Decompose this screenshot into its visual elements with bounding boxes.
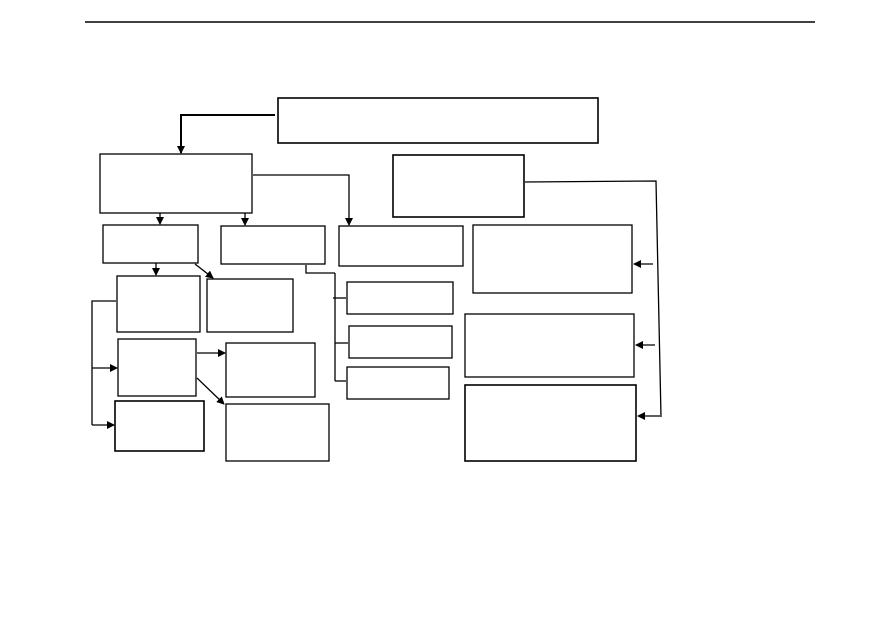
box-top-root xyxy=(277,97,599,144)
box-left-main xyxy=(99,153,253,214)
connector-level4-a-to-level5-b xyxy=(196,377,225,405)
box-left-level5-b xyxy=(225,403,330,462)
box-middle-item-2 xyxy=(348,325,453,359)
box-middle-item-1 xyxy=(346,281,454,315)
box-left-level5-a xyxy=(114,400,205,452)
box-left-level4-a xyxy=(117,338,197,397)
box-middle-sub xyxy=(338,225,464,267)
connector-sub-a-diagonal xyxy=(194,263,214,279)
connector-left-main-to-middle-sub xyxy=(253,174,353,226)
box-right-group-1 xyxy=(472,224,633,294)
connector-sub-b-to-bracket xyxy=(305,265,335,274)
box-middle-item-3 xyxy=(346,366,450,400)
box-right-group-3 xyxy=(464,384,637,462)
box-right-main xyxy=(392,154,525,218)
box-left-level3-a xyxy=(116,275,201,333)
connector-root-to-left-main xyxy=(177,114,275,154)
box-left-level4-b xyxy=(225,342,316,398)
box-left-sub-a xyxy=(102,224,199,264)
box-left-level3-b xyxy=(206,278,294,333)
box-right-group-2 xyxy=(464,313,635,378)
box-left-sub-b xyxy=(220,225,326,265)
connector-right-main-to-vertical xyxy=(524,180,662,418)
bracket-left-side xyxy=(91,300,116,425)
